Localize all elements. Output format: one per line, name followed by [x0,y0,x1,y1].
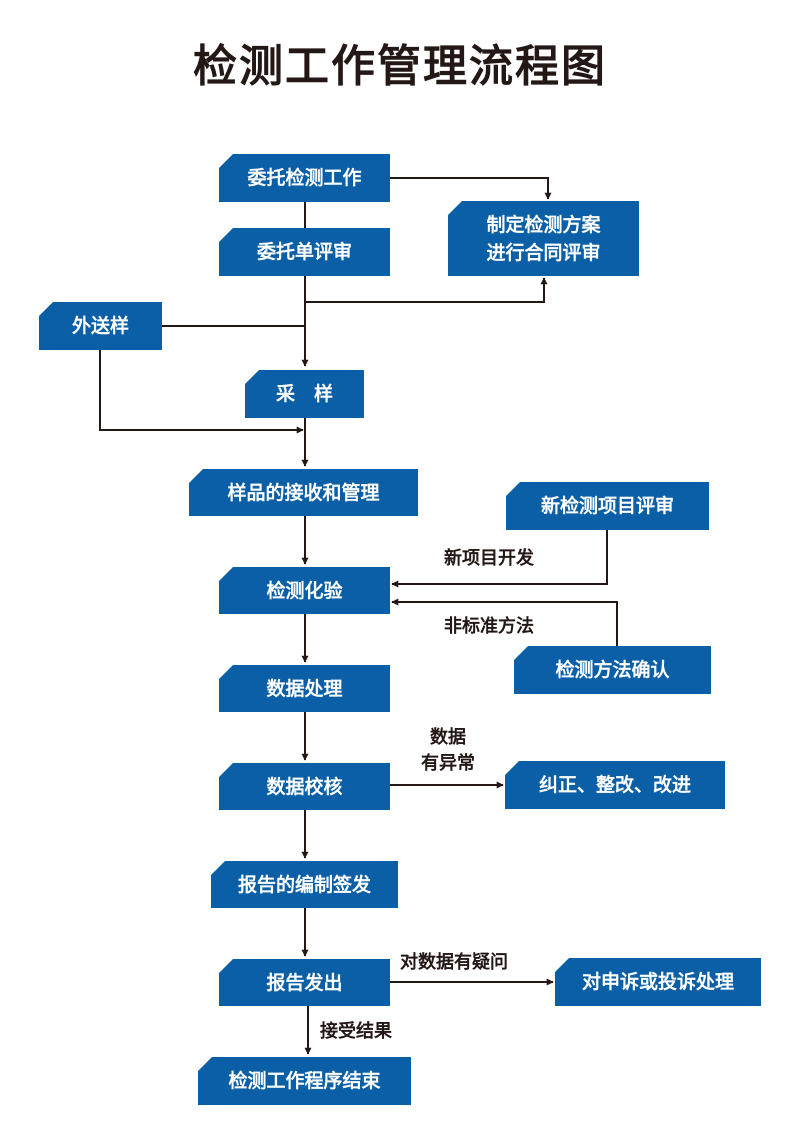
node-data-process: 数据处理 [219,665,390,712]
node-report-issue: 报告发出 [219,959,390,1006]
label-doubt: 对数据有疑问 [400,952,508,973]
label-accept: 接受结果 [320,1021,392,1042]
page-title: 检测工作管理流程图 [193,41,607,92]
node-outsource: 外送样 [39,302,162,350]
edge-review-plan [305,277,548,303]
edge-method-testing [391,598,618,646]
node-receive: 样品的接收和管理 [189,469,418,516]
node-entrust: 委托检测工作 [219,154,390,202]
node-data-check: 数据校核 [219,763,390,810]
edge-outsource-receive [99,350,304,434]
edge-entrust-plan [390,177,552,200]
label-new-dev: 新项目开发 [444,548,534,569]
node-complaint: 对申诉或投诉处理 [555,958,761,1006]
node-method-confirm: 检测方法确认 [514,646,711,694]
node-review: 委托单评审 [219,228,390,276]
node-testing: 检测化验 [219,567,390,614]
edge-newitem-testing [391,530,608,588]
label-abnormal: 数据 有异常 [421,727,475,774]
node-new-item-review: 新检测项目评审 [506,482,709,530]
node-correct: 纠正、整改、改进 [505,761,725,809]
node-plan: 制定检测方案 进行合同评审 [448,201,639,276]
label-nonstd: 非标准方法 [444,616,534,637]
node-end: 检测工作程序结束 [198,1057,411,1105]
node-sampling: 采 样 [245,370,364,418]
node-report-prepare: 报告的编制签发 [211,861,398,908]
